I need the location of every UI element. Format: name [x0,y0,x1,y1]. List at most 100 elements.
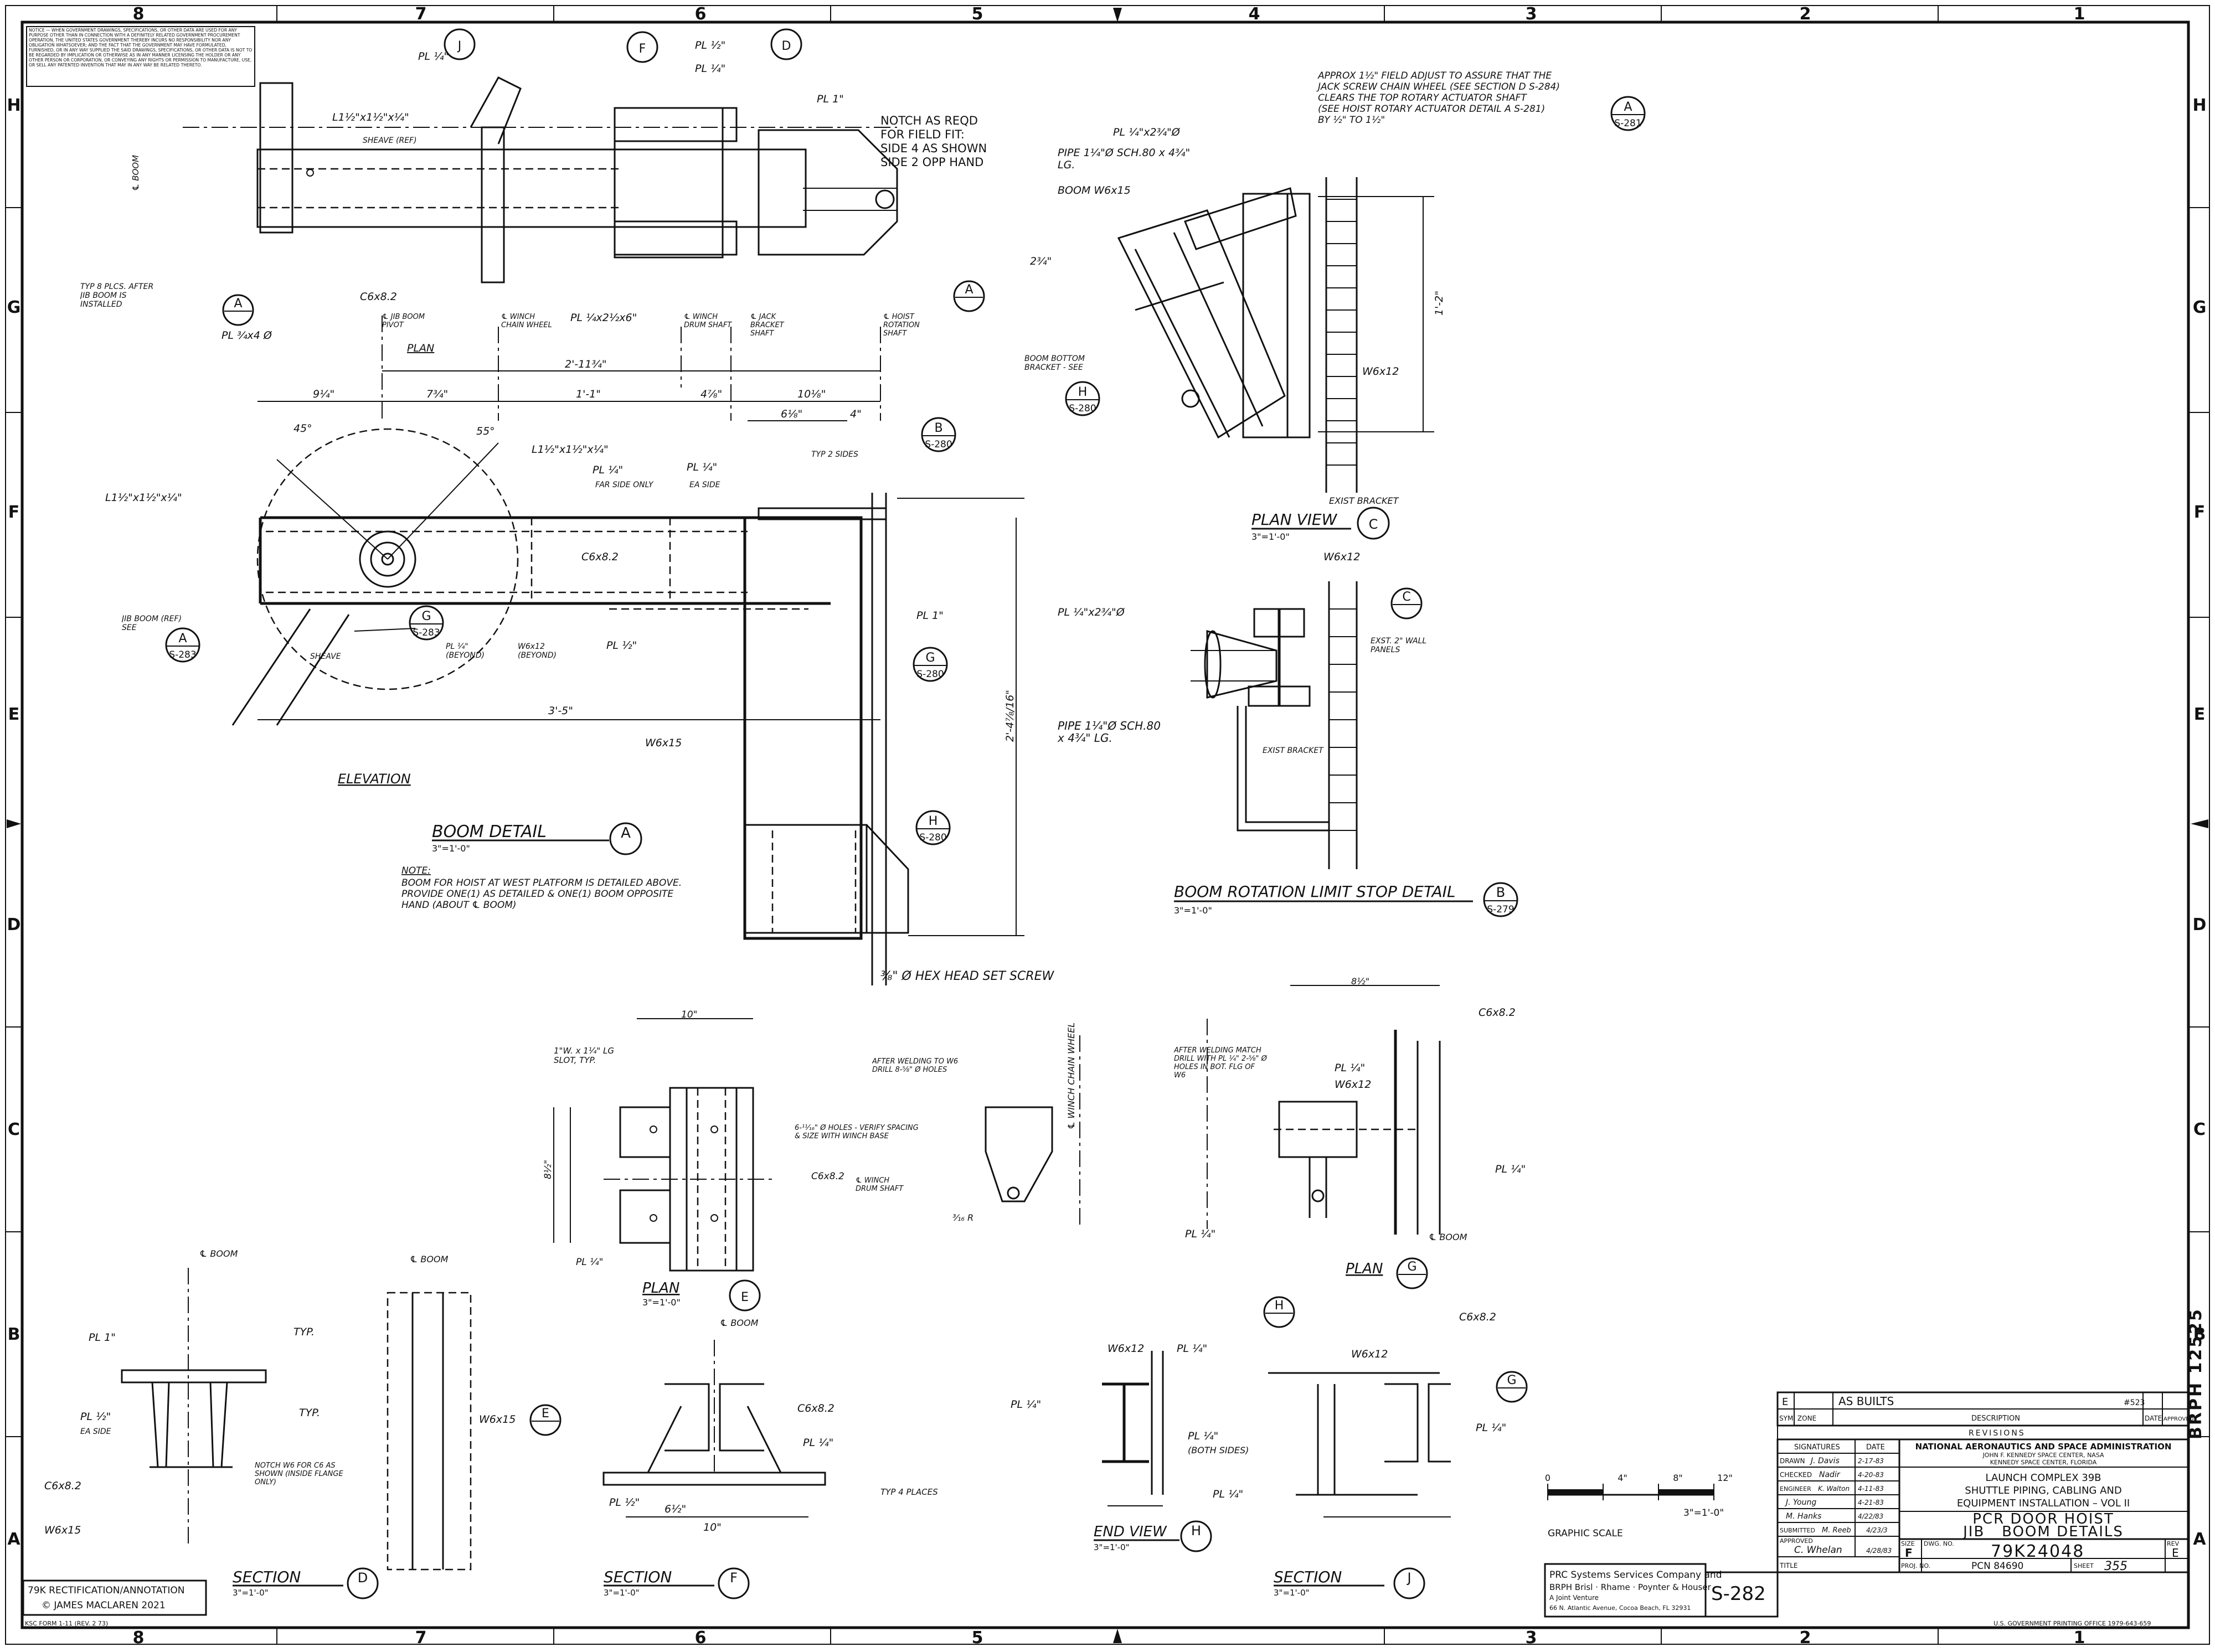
sig4-date: 4-21-83 [1858,1499,1884,1506]
row-label: D [7,915,21,935]
svg-text:H: H [929,814,938,828]
callout-a-s281: A S-281 [1610,96,1646,131]
zone-labels: 8 7 6 5 4 3 2 1 8 7 6 5 3 2 1 H G F E D … [7,4,2206,1648]
svg-text:S-280: S-280 [919,832,946,843]
end-view-h-tag: H [1191,1523,1201,1539]
plan-view-c-tag: C [1369,517,1378,532]
plan-g-title-text: PLAN [1346,1261,1383,1277]
svg-text:B: B [934,421,942,435]
callout-c-stop: C [1390,587,1423,620]
label-pl-quarter: PL ¼" [593,464,623,476]
submitted-by: M. Reeb [1822,1526,1851,1535]
size-value: F [1905,1546,1913,1560]
plan-view-c-labels: PIPE 1¼"Ø SCH.80 x 4¾" LG. PL ¼"x2¾"Ø BO… [1024,126,1445,506]
label-w6-h: W6x12 [1108,1343,1144,1355]
callout-b-s280: B S-280 [921,417,956,452]
label-pl-quarter-2: PL ¼" [695,63,725,75]
svg-text:A: A [1624,100,1632,114]
callout-f: F [626,31,658,63]
label-ea-side: EA SIDE [80,1427,111,1436]
callout-e-mid: E [529,1404,562,1436]
svg-text:S-281: S-281 [1614,118,1641,129]
label-pl-f: PL ¼" [803,1437,833,1449]
drawing-title-1: PCR DOOR HOIST [1972,1511,2114,1527]
stop-detail-view [1191,581,1358,869]
label-pl-j: PL ¼" [1476,1422,1506,1434]
field-note-line: BY ½" TO 1½" [1318,115,1385,126]
signatures-header: SIGNATURES [1794,1443,1840,1452]
col-label: 4 [1249,4,1260,24]
label-winch-wheel: ℄ WINCH CHAIN WHEEL [501,313,552,329]
section-d-labels: PL 1" TYP. PL ½" EA SIDE C6x8.2 W6x15 TY… [44,1248,516,1536]
label-pl-g2: PL ¼" [1495,1163,1526,1175]
row-label: E [2194,705,2206,724]
svg-text:E: E [542,1407,549,1421]
svg-text:A: A [234,297,242,311]
form-number: KSC FORM 1-11 (REV. 2 73) [25,1620,108,1627]
firm-4: 66 N. Atlantic Avenue, Cocoa Beach, FL 3… [1549,1604,1691,1612]
label-jib-pivot: ℄ JIB BOOM PIVOT [382,313,425,329]
label-both: (BOTH SIDES) [1188,1445,1249,1455]
label-boom-g: ℄ BOOM [1429,1232,1467,1242]
label-pl-half: PL ½" [609,1496,640,1509]
notch-note: NOTCH AS REQD FOR FIELD FIT: SIDE 4 AS S… [880,114,987,169]
section-j-scale: 3"=1'-0" [1274,1588,1310,1598]
project-3: EQUIPMENT INSTALLATION – VOL II [1957,1498,2130,1509]
svg-text:S-280: S-280 [925,439,952,450]
drawn-date: 2-17-83 [1858,1457,1884,1465]
dwg-no-label: DWG. NO. [1924,1540,1954,1547]
scale-tick: 4" [1618,1473,1627,1483]
plan-g-view [985,985,1441,1235]
label-pl-1: PL 1" [916,610,944,622]
callout-a-right: A [953,280,985,312]
label-winch-drum: ℄ WINCH DRUM SHAFT [684,313,732,329]
proj-label: PROJ. NO. [1901,1562,1930,1570]
center-2: KENNEDY SPACE CENTER, FLORIDA [1990,1459,2097,1466]
field-note: APPROX 1½" FIELD ADJUST TO ASSURE THAT T… [1316,70,1560,126]
sheet-ref: S-282 [1711,1583,1766,1605]
checked-date: 4-20-83 [1858,1471,1884,1479]
row-label: B [2193,1325,2206,1344]
section-f-labels: C6x8.2 PL ¼" PL ½" TYP 4 PLACES 6½" 10" … [609,1318,938,1534]
scale-tick: 12" [1717,1473,1733,1483]
top-plan-labels: PL ¼" L1½"x1½"x¼" SHEAVE (REF) PL 1" PL … [80,39,920,420]
plan-e-title-text: PLAN [642,1280,679,1297]
label-chain: ℄ WINCH CHAIN WHEEL [1066,1023,1076,1129]
center-arrow-top [1113,8,1122,22]
col-label: 2 [1800,4,1811,24]
callout-g-right: G [1496,1371,1528,1403]
callout-h-lower: H [1263,1296,1295,1328]
dim-3-5: 3'-5" [548,705,573,717]
dim-10-f: 10" [703,1521,722,1534]
end-view-h-labels: W6x12 PL ¼" PL ¼" PL ¼" (BOTH SIDES) PL … [1011,1343,1249,1500]
rev-value: E [2172,1546,2179,1560]
sheet-border [5,5,2210,1645]
svg-text:S-280: S-280 [916,669,944,680]
title-label: TITLE [1779,1562,1797,1570]
dim-10: 10" [681,1009,697,1020]
label-boom: BOOM W6x15 [1058,184,1131,197]
svg-text:G: G [1507,1374,1516,1387]
col-label: 1 [2074,4,2085,24]
label-c6: C6x8.2 [360,291,397,303]
label-exist: EXIST BRACKET [1263,746,1324,755]
col-label: 8 [133,4,145,24]
col-label: 5 [972,4,983,24]
label-winch: ℄ WINCH DRUM SHAFT [856,1176,904,1193]
row-label: D [2193,915,2207,935]
label-notch: NOTCH W6 FOR C6 AS SHOWN (INSIDE FLANGE … [255,1462,343,1486]
plan-e-title: PLAN 3"=1'-0" [642,1280,681,1308]
label-w6-beyond: W6x12 (BEYOND) [518,642,557,660]
drawn-label: DRAWN [1780,1457,1805,1465]
label-sheave: SHEAVE (REF) [363,136,417,145]
graphic-scale: 0 4" 8" 12" 3"=1'-0" GRAPHIC SCALE [1545,1473,1733,1539]
label-pl-ea: PL ½" [80,1411,111,1423]
submitted-date: 4/23/3 [1866,1526,1888,1534]
end-view-h-scale: 3"=1'-0" [1094,1542,1130,1552]
label-typ4: TYP 4 PLACES [880,1487,938,1497]
callout-j: J [444,28,476,60]
end-view-h-title-text: END VIEW [1094,1524,1167,1540]
col-label: 8 [133,1628,145,1648]
